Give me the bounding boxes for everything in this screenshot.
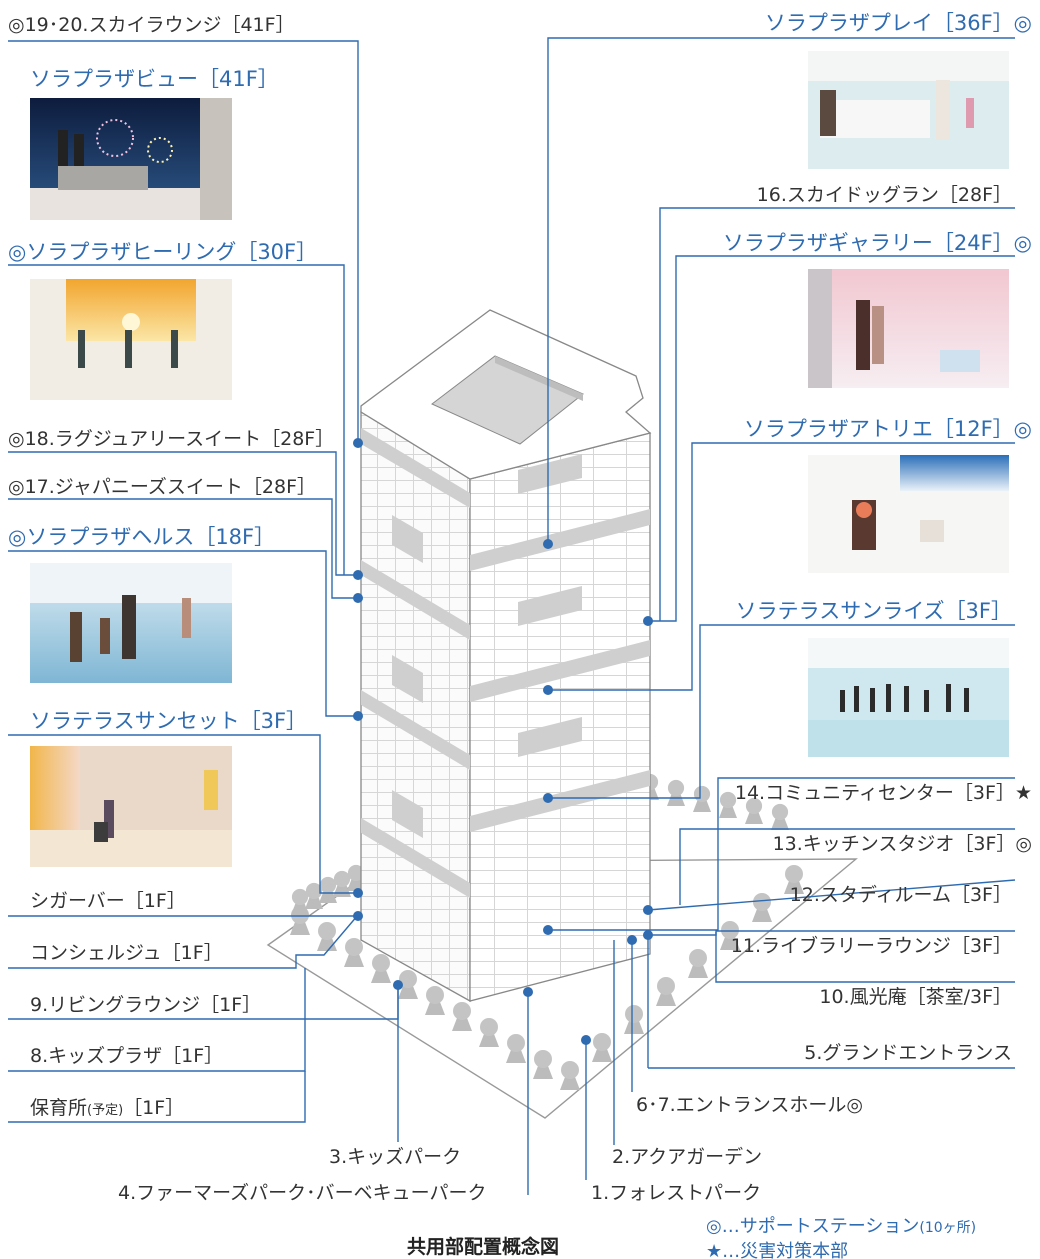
leader-lines [8,37,1016,1195]
label-nursery: 保育所(予定)［1F］ [30,1097,184,1122]
photo-sunrise [808,638,1009,757]
label-luxury-suite: ◎18.ラグジュアリースイート［28F］ [8,428,335,450]
label-sky-lounge: ◎19･20.スカイラウンジ［41F］ [8,14,295,36]
photo-atelier [808,455,1009,573]
nursery-planned-note: (予定) [87,1103,124,1118]
label-aqua-garden: 2.アクアガーデン [612,1146,763,1168]
label-kitchen-studio: 13.キッチンスタジオ［3F］◎ [772,833,1032,855]
label-living-lounge: 9.リビングラウンジ［1F］ [30,994,262,1016]
legend-support-count: (10ヶ所) [919,1220,977,1236]
label-concierge: コンシェルジュ［1F］ [30,942,223,964]
label-sola-terrace-sunset: ソラテラスサンセット［3F］ [30,709,308,733]
diagram-caption: 共用部配置概念図 [407,1236,560,1258]
photo-play [808,51,1009,169]
tower [360,309,652,1003]
photo-health [30,563,232,683]
label-entrance-hall: 6･7.エントランスホール◎ [636,1094,863,1116]
photo-sunset-terrace [30,746,232,867]
label-fukoan-tea-room: 10.風光庵［茶室/3F］ [819,986,1012,1008]
nursery-name: 保育所 [30,1097,88,1119]
nursery-floor: ［1F］ [123,1097,185,1119]
node-dots [353,438,653,1045]
label-farmers-park: 4.ファーマーズパーク･バーベキューパーク [118,1182,487,1204]
label-grand-entrance: 5.グランドエントランス [804,1042,1012,1064]
label-sola-plaza-health: ◎ソラプラザヘルス［18F］ [8,525,276,549]
tree-rows [290,773,804,1090]
label-cigar-bar: シガーバー［1F］ [30,890,186,912]
label-kids-park: 3.キッズパーク [329,1146,462,1168]
label-sola-plaza-play: ソラプラザプレイ［36F］◎ [764,11,1032,35]
legend-support-station: ◎…サポートステーション(10ヶ所) [706,1212,976,1238]
legend-disaster-hq: ★…災害対策本部 [706,1241,849,1259]
label-kids-plaza: 8.キッズプラザ［1F］ [30,1045,224,1067]
photo-gallery [808,269,1009,388]
label-sola-terrace-sunrise: ソラテラスサンライズ［3F］ [735,599,1012,623]
label-study-room: 12.スタディルーム［3F］ [789,884,1012,906]
label-sola-plaza-view: ソラプラザビュー［41F］ [30,67,279,91]
label-library-lounge: 11.ライブラリーラウンジ［3F］ [730,935,1012,957]
legend-support-text: ◎…サポートステーション [706,1216,920,1237]
label-forest-park: 1.フォレストパーク [591,1182,762,1204]
label-sky-dog-run: 16.スカイドッグラン［28F］ [756,184,1012,206]
label-sola-plaza-gallery: ソラプラザギャラリー［24F］◎ [722,231,1032,255]
photo-sky-view [30,98,232,220]
label-sola-plaza-atelier: ソラプラザアトリエ［12F］◎ [743,417,1032,441]
label-community-center: 14.コミュニティセンター［3F］★ [734,782,1032,804]
label-japanese-suite: ◎17.ジャパニーズスイート［28F］ [8,476,317,498]
label-sola-plaza-healing: ◎ソラプラザヒーリング［30F］ [8,240,318,264]
photo-healing [30,279,232,400]
